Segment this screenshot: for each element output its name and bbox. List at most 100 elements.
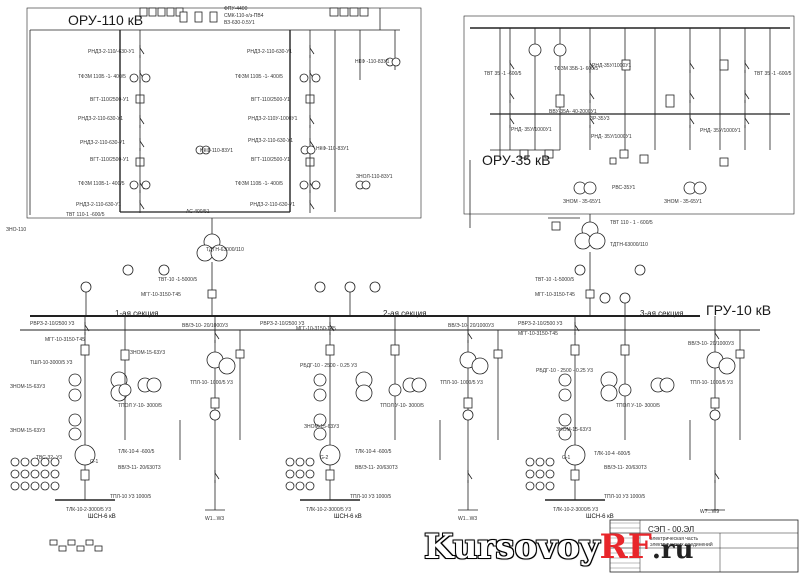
- aux-symbol: [525, 457, 535, 467]
- breaker-symbol: [80, 344, 90, 356]
- generator-symbol: [319, 444, 341, 466]
- oru35-tfzm-label: ТФЗМ 35Б-1- 600/5: [554, 66, 599, 72]
- ct-symbol: [209, 409, 221, 421]
- oru110-left-label: РНДЗ-2-110-630-У1: [80, 140, 126, 146]
- ct-symbol: [558, 388, 572, 402]
- gen-symbol: [528, 43, 542, 57]
- ct-symbol: [311, 73, 321, 83]
- vt-symbol: [391, 57, 401, 67]
- bus-section-3-label: 3-ая секция: [640, 309, 684, 318]
- meter-symbol: [634, 264, 646, 276]
- aux-symbol: [305, 457, 315, 467]
- watermark-accent: RF: [599, 527, 652, 567]
- znol-label: ЗНОЛ-110-83У1: [356, 174, 393, 180]
- bus-section-1-label: 1-ая секция: [115, 309, 159, 318]
- title-block-code: СЭП - 00.ЭЛ: [648, 525, 695, 534]
- aux-symbol: [285, 481, 295, 491]
- gru10-mgg-label-5: МГГ-10-3150-Т45: [518, 331, 558, 337]
- breaker-symbol: [555, 94, 565, 108]
- aux-box: [85, 539, 94, 546]
- device-box: [166, 7, 175, 17]
- ct-symbol: [141, 73, 151, 83]
- oru110-mid-label: РНДЗ-2-110-630-У1: [250, 202, 296, 208]
- rvrz-label: РВРЗ-2-10/2500 У3: [30, 321, 75, 327]
- oru35-vvu-label: ВВУ-35А- 40-2000У1: [549, 109, 597, 115]
- oru110-left-label: ТФЗМ 110Б-1- 400/5: [78, 181, 125, 187]
- meter-symbol: [80, 281, 92, 293]
- vt-symbol: [68, 427, 82, 441]
- oru110-frame: [26, 7, 422, 219]
- transformer-symbol: [471, 357, 489, 375]
- oru110-mid-label: ТФЗМ 110Б -1- 400/5: [235, 181, 283, 187]
- breaker-symbol: [325, 469, 335, 481]
- oru110-top-label-2: СМК-110-х/з-ПВ4: [224, 13, 264, 19]
- aux-symbol: [285, 457, 295, 467]
- reactor-symbol: [118, 383, 132, 397]
- meter-symbol: [599, 292, 611, 304]
- oru110-mid-label: РНДЗ-2-110У-1000У1: [248, 116, 298, 122]
- oru35-rnd4-label: РНД- 35У/1000У1: [700, 128, 741, 134]
- zno110-label: ЗНО-110: [6, 227, 27, 233]
- rbdg-label-2: РБДГ-10 - 2500 - 0.25 У3: [536, 368, 594, 374]
- feeder-label-3: W7...W9: [700, 509, 720, 515]
- feeder-label-1: W1...W3: [205, 516, 225, 522]
- rbdg-label-1: РБДГ-10 - 2500 - 0.25 У3: [300, 363, 358, 369]
- aux-symbol: [535, 469, 545, 479]
- aux-symbol: [40, 457, 50, 467]
- breaker-symbol: [570, 469, 580, 481]
- device-box: [139, 7, 148, 17]
- device-box: [329, 7, 339, 17]
- watermark-tail: .ru: [651, 535, 694, 565]
- tlk-label-1: ТЛК-10-4 -600/5: [118, 449, 155, 455]
- aux-symbol: [525, 469, 535, 479]
- rvrz-label-2: РВРЗ-2-10/2500 У3: [260, 321, 305, 327]
- meter-symbol: [314, 281, 326, 293]
- bus-section-2-label: 2-ая секция: [383, 309, 427, 318]
- vt-symbol: [68, 413, 82, 427]
- oru35-rnd-label: РНД-35У/1000У1: [592, 63, 632, 69]
- breaker-symbol: [390, 344, 400, 356]
- disconnector-symbol: [309, 47, 315, 55]
- aux-symbol: [285, 469, 295, 479]
- reactor-symbol: [388, 383, 402, 397]
- device-box: [551, 221, 561, 231]
- breaker-symbol: [120, 349, 130, 361]
- aux-symbol: [50, 457, 60, 467]
- znom-label-2: ЗНОМ - 35-65У1: [664, 199, 702, 205]
- vt-symbol: [583, 181, 597, 195]
- breaker-symbol: [463, 397, 473, 409]
- device-box: [194, 11, 203, 23]
- aux-symbol: [295, 469, 305, 479]
- nkf-label-1: НКФ-110-83У1: [200, 148, 233, 154]
- vt-symbol: [558, 413, 572, 427]
- tv-symbol: [659, 377, 675, 393]
- oru110-left-label: РНДЗ-2-110/-630-У1: [88, 49, 135, 55]
- disconnector-symbol: [139, 47, 145, 55]
- breaker-symbol: [570, 344, 580, 356]
- znom15-label-2: ЗНОМ-15-63У3: [10, 428, 46, 434]
- oru110-mid-label: ВГТ-110/2500-У1: [251, 157, 290, 163]
- aux-symbol: [30, 457, 40, 467]
- disconnector-symbol: [467, 332, 473, 340]
- disconnector-symbol: [589, 117, 595, 125]
- ct-symbol: [68, 373, 82, 387]
- aux-symbol: [295, 481, 305, 491]
- ct-symbol: [709, 409, 721, 421]
- aux-symbol: [305, 481, 315, 491]
- oru110-left-label: ТФЗМ 110Б -1- 400/5: [78, 74, 126, 80]
- aux-symbol: [20, 469, 30, 479]
- vt-symbol: [313, 427, 327, 441]
- gru10-mgg-label-3: МГГ-10-3150-Т45: [45, 337, 85, 343]
- shsn-label-3: ШСН-6 кВ: [586, 514, 614, 520]
- disconnector-symbol: [714, 472, 720, 480]
- ct-symbol: [129, 73, 139, 83]
- znom-label-1: ЗНОМ - 35-65У1: [563, 199, 601, 205]
- oru35-tvt3-label: ТВТ 110 - 1 - 600/5: [610, 220, 653, 226]
- breaker-symbol: [210, 397, 220, 409]
- aux-symbol: [525, 481, 535, 491]
- oru35-frame: [463, 15, 795, 215]
- tlk2-label-1: ТЛК-10-2-3000/5 У3: [66, 507, 112, 513]
- tv-symbol: [411, 377, 427, 393]
- vt-symbol: [201, 145, 211, 155]
